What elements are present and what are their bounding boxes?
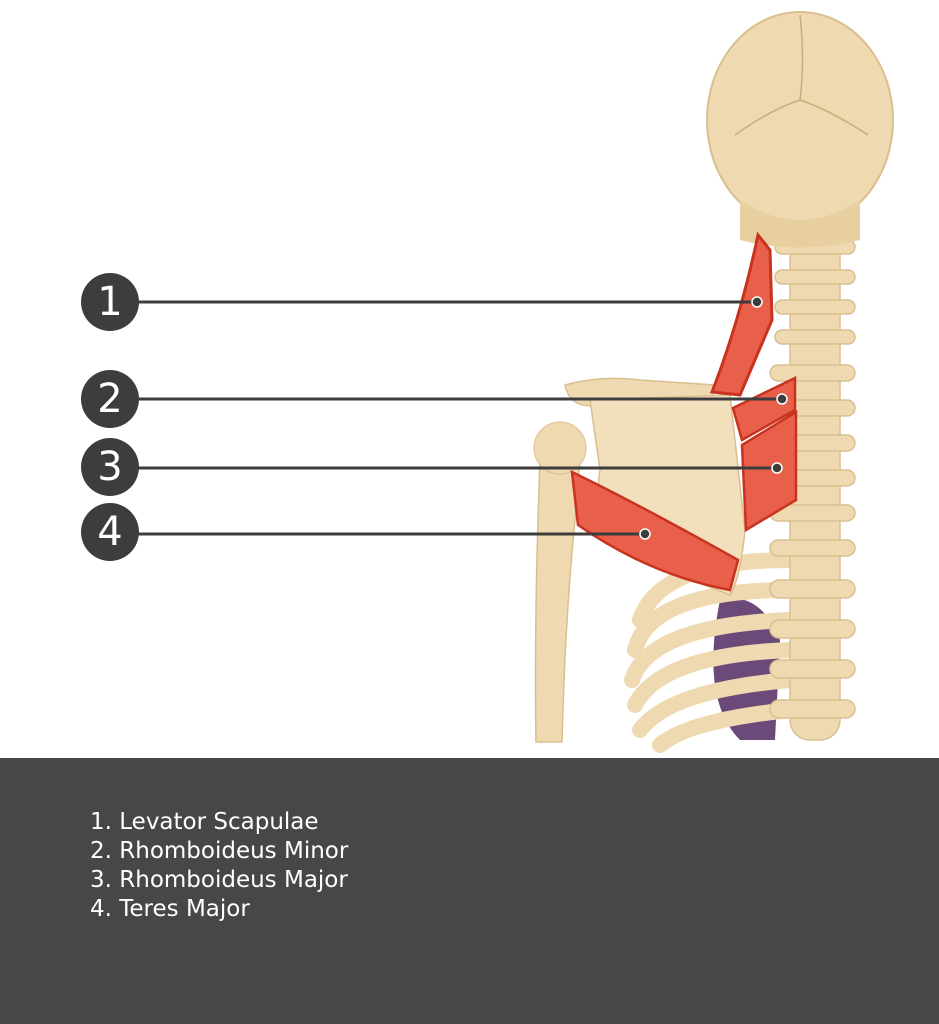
callout-2: 2 xyxy=(81,370,788,428)
callout-1: 1 xyxy=(81,273,763,331)
lung-shape xyxy=(713,598,780,740)
legend-item: 3. Rhomboideus Major xyxy=(90,867,348,893)
teres-major-muscle xyxy=(570,469,740,592)
callout-number: 3 xyxy=(97,444,122,490)
anatomy-illustration: 1 2 3 4 xyxy=(81,11,894,753)
levator-scapulae-muscle xyxy=(709,231,774,397)
legend-item: 1. Levator Scapulae xyxy=(90,809,319,835)
callout-3: 3 xyxy=(81,438,783,496)
callout-number: 4 xyxy=(97,509,122,555)
legend-panel: 1. Levator Scapulae 2. Rhomboideus Minor… xyxy=(0,758,939,1024)
rhomboid-major-muscle xyxy=(740,409,798,533)
rhomboid-minor-muscle xyxy=(731,376,797,442)
callout-number: 1 xyxy=(97,279,122,325)
humeral-head xyxy=(533,421,587,475)
skull xyxy=(706,11,894,248)
callout-number: 2 xyxy=(97,376,122,422)
legend-item: 4. Teres Major xyxy=(90,896,250,922)
legend-item: 2. Rhomboideus Minor xyxy=(90,838,349,864)
callout-4: 4 xyxy=(81,503,651,561)
legend-list: 1. Levator Scapulae 2. Rhomboideus Minor… xyxy=(90,808,348,924)
